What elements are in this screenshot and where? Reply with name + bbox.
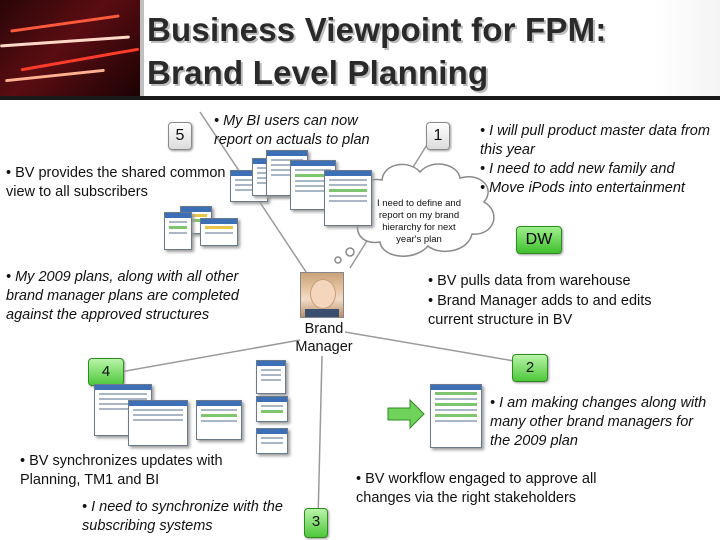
bi-users-text: • My BI users can now report on actuals … — [214, 113, 370, 148]
page-title: Business Viewpoint for FPM: Brand Level … — [147, 8, 707, 94]
pull-master-text: • I will pull product master data from t… — [480, 123, 710, 158]
synchronizes-text: • BV synchronizes updates with Planning,… — [20, 453, 223, 488]
step-5-badge: 5 — [168, 122, 192, 150]
adds-edits-text: • Brand Manager adds to and edits curren… — [428, 293, 652, 328]
line-to-3 — [317, 355, 323, 521]
header-decoration — [0, 0, 140, 100]
thought-text: I need to define and report on my brand … — [377, 198, 461, 245]
person-photo — [300, 272, 344, 318]
screenshot-thumbnail — [196, 400, 242, 440]
header-rule — [0, 96, 720, 100]
screenshot-thumbnail — [256, 360, 286, 394]
dw-badge: DW — [516, 226, 562, 254]
green-arrow-icon — [387, 398, 425, 430]
workflow-text: • BV workflow engaged to approve all cha… — [356, 471, 597, 506]
step-4-badge: 4 — [88, 358, 124, 386]
thought-bubble-icon — [334, 163, 495, 264]
step-3-badge: 3 — [304, 508, 328, 538]
step-1-badge: 1 — [426, 122, 450, 150]
title-shadow: Business Viewpoint for FPM: Brand Level P… — [149, 13, 609, 93]
slide-header: Business Viewpoint for FPM: Brand Level P… — [0, 0, 720, 100]
line-to-2 — [344, 331, 521, 363]
pulls-data-text: • BV pulls data from warehouse — [428, 273, 631, 289]
step-2-badge: 2 — [512, 354, 548, 382]
line-to-4 — [119, 339, 301, 373]
screenshot-thumbnail — [164, 212, 192, 250]
screenshot-thumbnail — [200, 218, 238, 246]
screenshot-thumbnail — [324, 170, 372, 226]
title-line-1: Business Viewpoint for FPM: — [147, 11, 607, 48]
shared-view-text: • BV provides the shared common view to … — [6, 165, 226, 200]
line-to-5 — [199, 111, 323, 297]
need-sync-text: • I need to synchronize with the subscri… — [82, 499, 283, 534]
screenshot-thumbnail — [430, 384, 482, 448]
title-line-2: Brand Level Planning — [147, 54, 489, 91]
screenshot-thumbnail — [256, 428, 288, 454]
screenshot-thumbnail — [256, 396, 288, 422]
plans-2009-text: • My 2009 plans, along with all other br… — [6, 269, 239, 323]
title-panel — [140, 0, 720, 100]
making-changes-text: • I am making changes along with many ot… — [490, 395, 707, 449]
screenshot-thumbnail — [128, 400, 188, 446]
add-family-text: • I need to add new family and — [480, 161, 675, 177]
move-ipods-text: • Move iPods into entertainment — [480, 180, 685, 196]
